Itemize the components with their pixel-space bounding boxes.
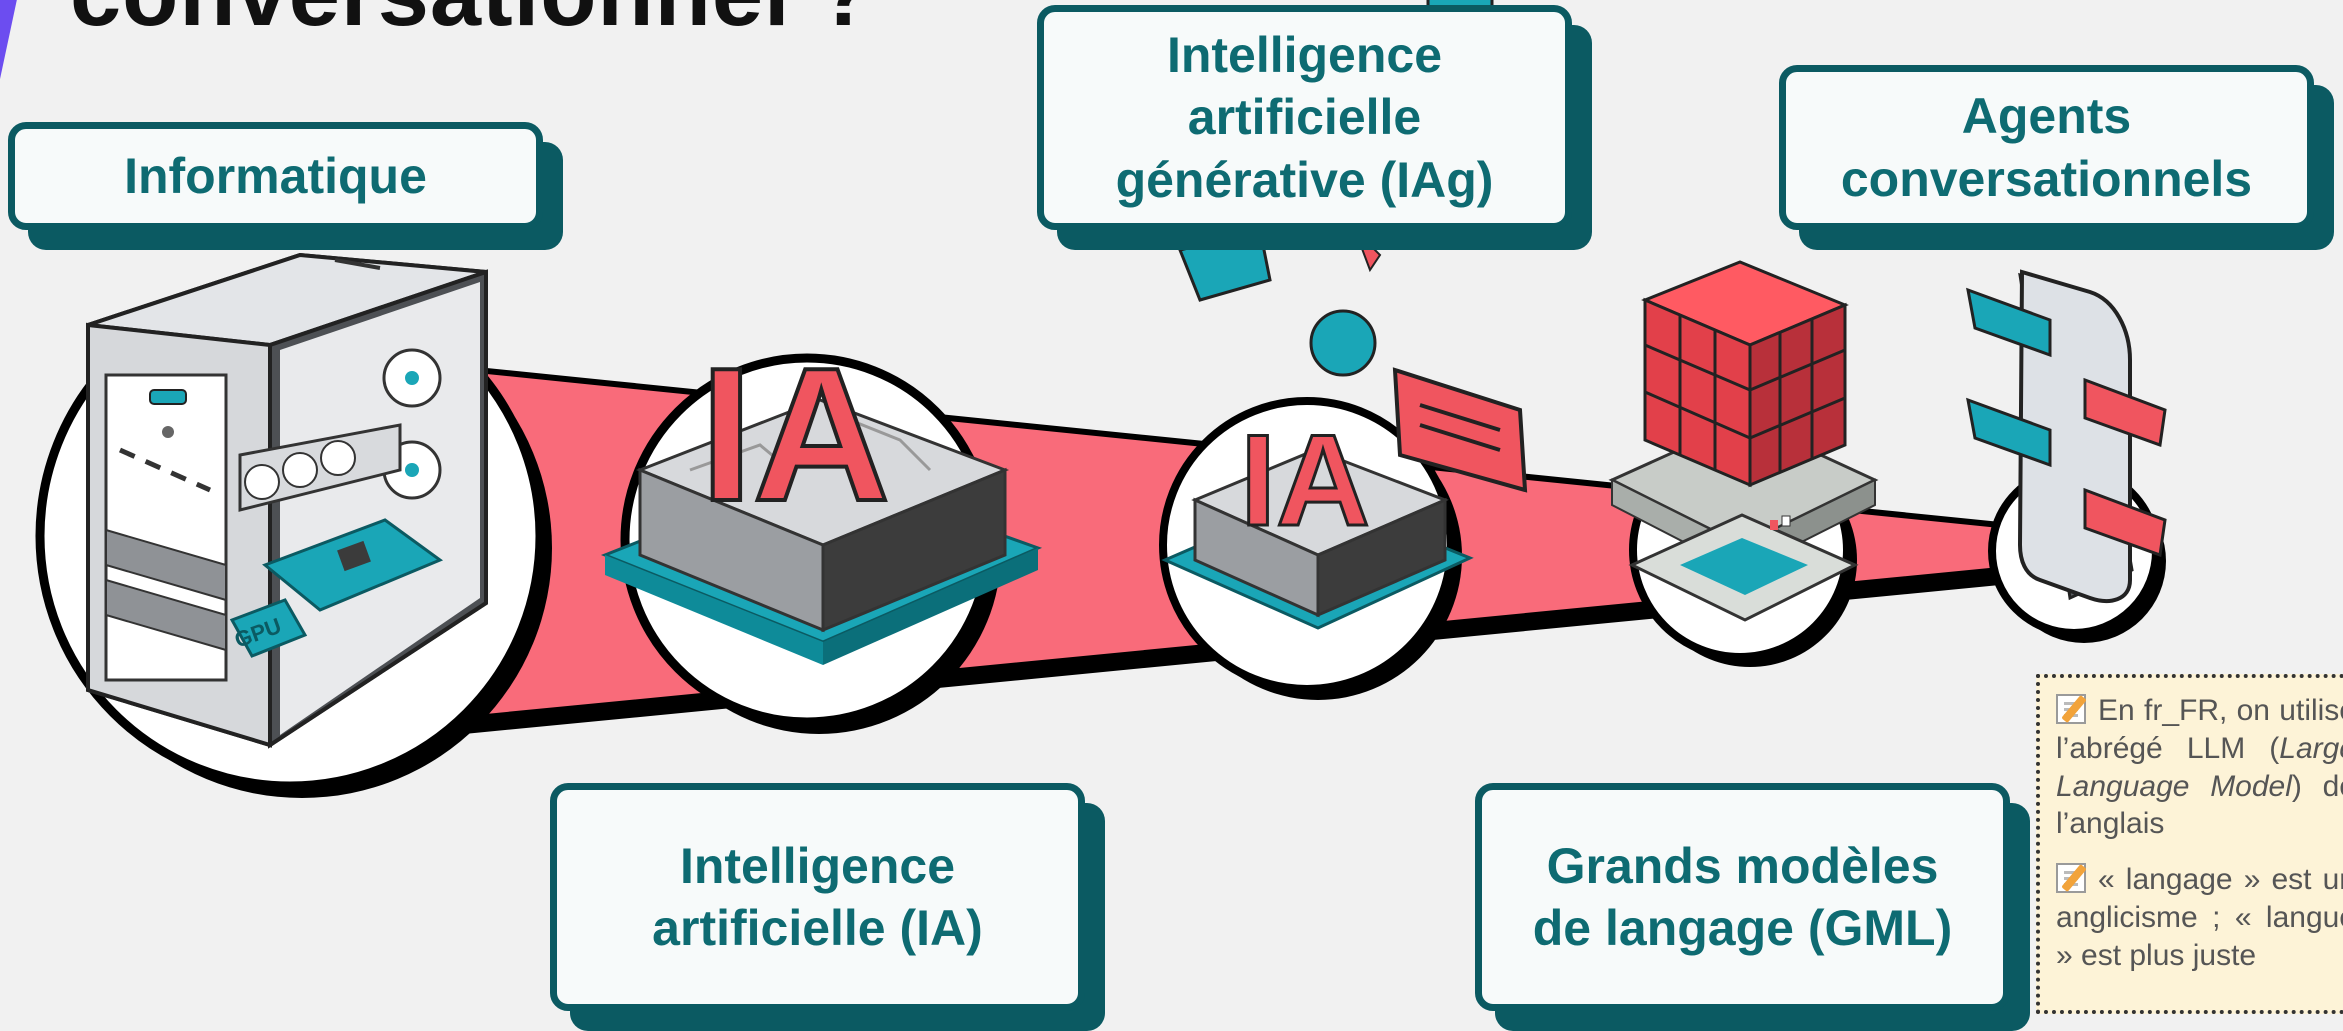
label-gml-text: Grands modèles de langage (GML) [1532,837,1953,957]
computer-tower-icon: GPU [86,252,488,749]
label-ia: Intelligence artificielle (IA) [550,783,1085,1011]
label-informatique-text: Informatique [124,147,427,204]
note-paragraph-2: « langage » est un anglicisme ; « langue… [2056,861,2343,974]
memo-icon [2056,694,2086,724]
message-card-icon [1392,367,1528,493]
llm-cube-icon [1608,260,1879,622]
note-p1-b: ) de l’anglais [2056,769,2343,841]
slide-title: conversationnel ? [70,0,874,47]
iag-letters: IA [1240,407,1370,553]
note-box: En fr_FR, on utilise l’abrégé LLM (Large… [2036,674,2343,1014]
label-informatique: Informatique [8,122,543,230]
chat-bubble-coral-1 [2083,377,2167,448]
note-paragraph-1: En fr_FR, on utilise l’abrégé LLM (Large… [2056,692,2343,843]
ia-letters: IA [700,329,890,541]
ia-block-icon: IA [600,327,1043,665]
label-iag-text: Intelligence artificielle générative (IA… [1115,26,1494,208]
phone-chat-icon [1966,269,2167,603]
speech-bubble-icon [1177,228,1272,302]
note-p1-italic: Large Language Model [2056,731,2343,803]
chat-bubble-teal-2 [1966,397,2052,468]
memo-icon [2056,863,2086,894]
chat-bubble-icon [1309,309,1377,377]
label-ia-text: Intelligence artificielle (IA) [652,837,983,957]
label-agents-text: Agents conversationnels [1840,88,2253,207]
label-gml: Grands modèles de langage (GML) [1475,783,2010,1011]
note-p2: « langage » est un anglicisme ; « langue… [2056,863,2343,972]
label-agents: Agents conversationnels [1779,65,2314,230]
chat-bubble-coral-2 [2083,487,2167,558]
note-p1-a: En fr_FR, on utilise l’abrégé LLM ( [2056,694,2343,765]
chat-bubble-teal-1 [1966,287,2052,358]
label-iag: Intelligence artificielle générative (IA… [1037,5,1572,230]
